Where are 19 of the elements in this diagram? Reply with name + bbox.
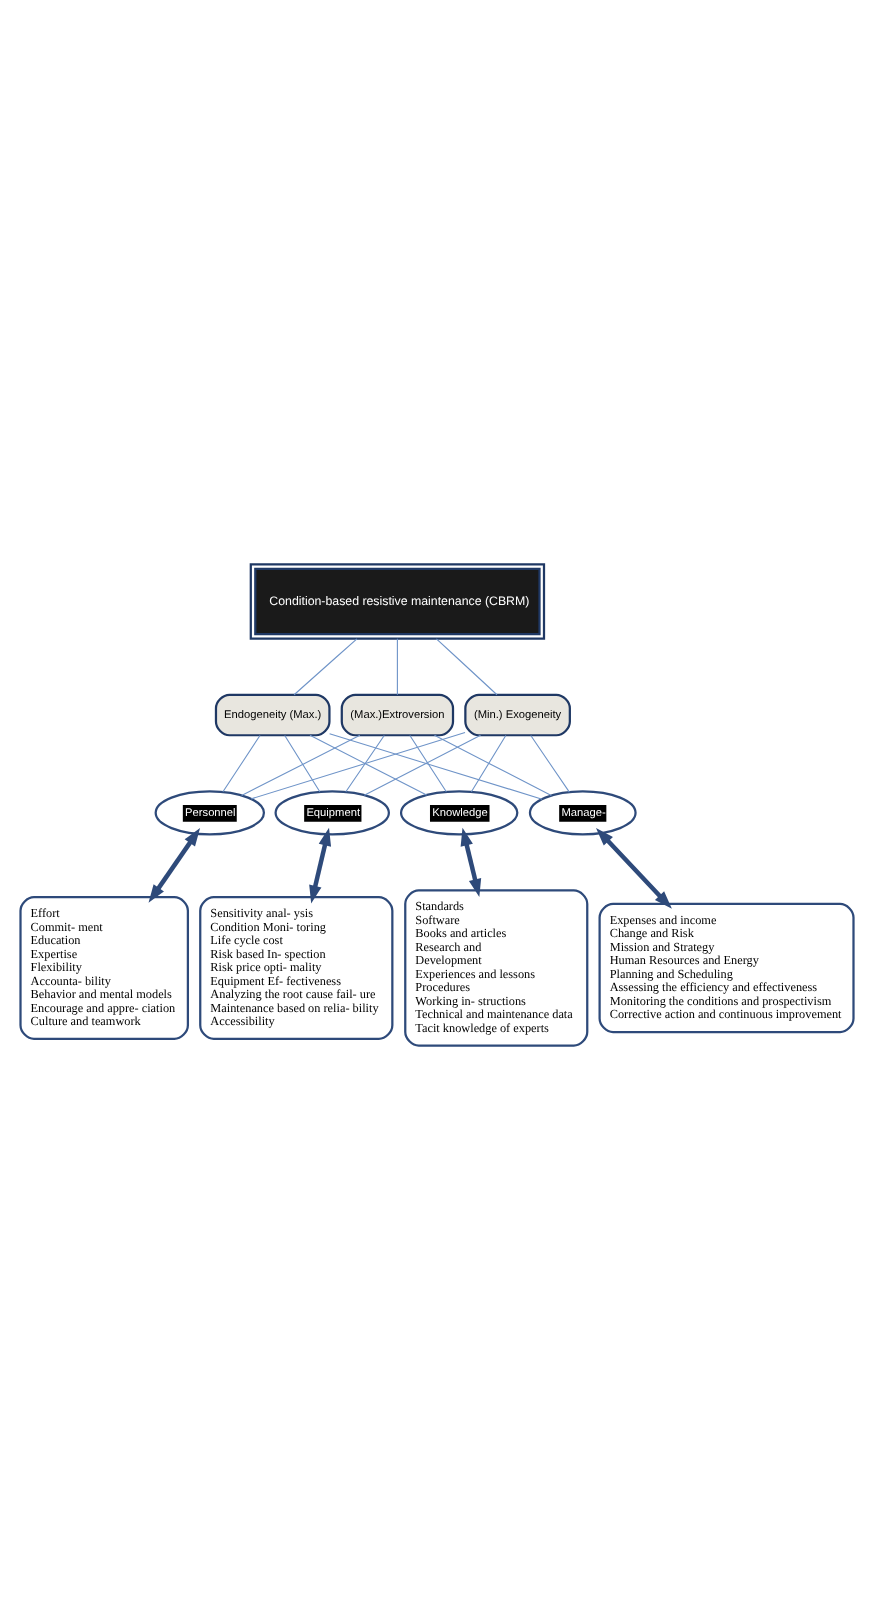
connector <box>530 733 570 792</box>
arrow <box>309 826 332 903</box>
connector <box>293 637 358 695</box>
connector <box>250 730 466 799</box>
connector <box>470 733 507 792</box>
connector <box>222 733 261 792</box>
connector <box>309 733 428 795</box>
arrow <box>596 827 672 908</box>
arrow <box>460 826 482 896</box>
connector <box>363 733 482 795</box>
connector <box>329 732 543 799</box>
connector <box>433 733 552 796</box>
connector <box>435 637 498 695</box>
connector <box>409 733 447 792</box>
arrow <box>148 827 201 902</box>
connector <box>396 637 398 695</box>
connector <box>284 733 321 792</box>
connector <box>241 733 361 796</box>
connector <box>345 733 385 792</box>
